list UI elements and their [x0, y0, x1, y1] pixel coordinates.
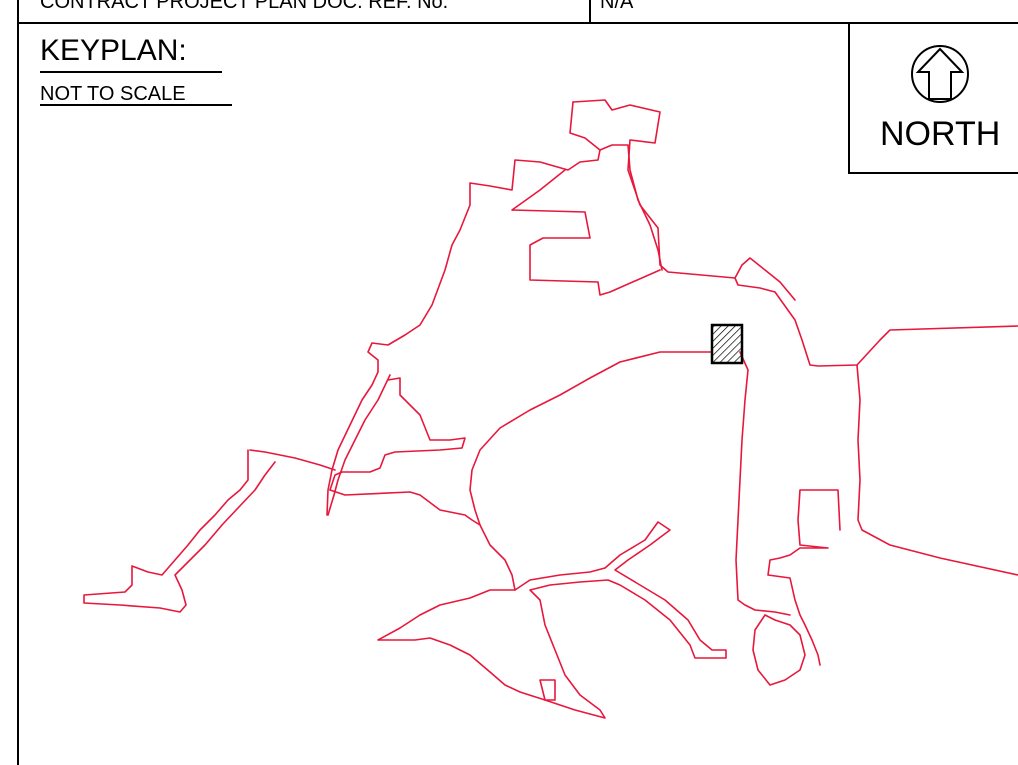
site-location-marker: [710, 323, 744, 365]
route-west-parallel: [327, 374, 391, 516]
route-east-spur: [734, 257, 796, 301]
route-central-corridor-b: [735, 351, 791, 616]
ref-label: CONTRACT PROJECT PLAN DOC. REF. No.: [40, 0, 449, 13]
title-strip: CONTRACT PROJECT PLAN DOC. REF. No. N/A: [18, 0, 1018, 24]
route-east-trunk: [856, 364, 1018, 576]
ref-value: N/A: [600, 0, 634, 13]
route-north-loop-inner: [326, 101, 601, 516]
north-label: NORTH: [880, 115, 1001, 153]
north-arrow-box: NORTH: [848, 22, 1018, 174]
route-central-corridor: [469, 351, 713, 591]
keyplan-title: KEYPLAN:: [40, 34, 187, 67]
route-north-branch: [599, 144, 663, 271]
route-south-loop: [752, 614, 806, 686]
keyplan-scale-underline: [40, 104, 232, 106]
keyplan-title-underline: [40, 71, 222, 73]
sheet-left-border: [17, 0, 19, 765]
route-west-diagonal: [329, 489, 481, 526]
keyplan-scale-note: NOT TO SCALE: [40, 83, 186, 105]
north-arrow-icon: [911, 45, 969, 103]
title-divider: [589, 0, 591, 22]
route-north-loop: [572, 99, 1018, 367]
route-west-corridor: [329, 377, 466, 491]
route-north-spur: [511, 169, 661, 296]
route-south-spoke-stub: [539, 679, 556, 701]
route-east-pocket: [767, 489, 841, 666]
route-west-link: [83, 449, 336, 613]
route-south-spokes: [377, 521, 727, 719]
